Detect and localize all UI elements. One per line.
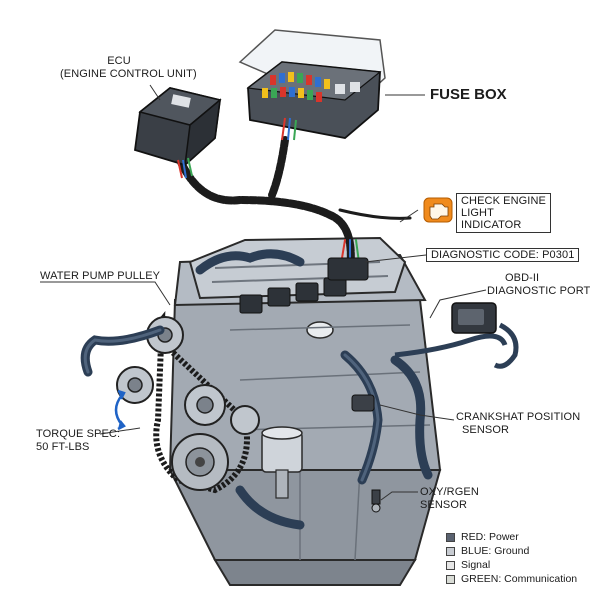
wire-color-legend: RED: Power BLUE: Ground Signal GREEN: Co… — [446, 530, 577, 586]
legend-text: GREEN: Communication — [461, 573, 578, 585]
legend-item-communication: GREEN: Communication — [446, 572, 577, 586]
obd-label-line2: DIAGNOSTIC PORT — [487, 284, 591, 297]
crankshaft-label-line1: CRANKSHAT POSITION — [456, 411, 581, 423]
check-engine-line2: LIGHT — [461, 207, 494, 219]
obd-label: OBD-II DIAGNOSTIC PORT — [487, 272, 590, 297]
fuses — [262, 72, 360, 102]
ecu-label: ECU (ENGINE CONTROL UNIT) — [60, 55, 197, 80]
check-engine-line3: INDICATOR — [461, 219, 522, 231]
legend-text: RED: Power — [461, 531, 519, 543]
torque-spec-line1: TORQUE SPEC: — [36, 428, 121, 440]
oxygen-sensor-label: OXY/RGEN SENSOR — [420, 486, 479, 511]
diagnostic-code-label: DIAGNOSTIC CODE: P0301 — [426, 248, 580, 262]
legend-text: Signal — [461, 559, 491, 571]
ecu-module — [134, 87, 222, 179]
legend-item-signal: Signal — [446, 558, 577, 572]
legend-text: BLUE: Ground — [461, 545, 530, 557]
crankshaft-sensor — [351, 394, 375, 412]
check-engine-label: CHECK ENGINE LIGHT INDICATOR — [456, 193, 551, 233]
legend-swatch — [446, 546, 455, 556]
harness-connector — [327, 257, 369, 281]
fuse-box — [238, 29, 386, 141]
oxygen-sensor-line1: OXY/RGEN — [420, 486, 479, 498]
obd-label-line1: OBD-II — [505, 272, 540, 284]
legend-swatch — [446, 574, 455, 584]
water-pump-label: WATER PUMP PULLEY — [40, 270, 161, 282]
crankshaft-label-line2: SENSOR — [462, 423, 510, 436]
torque-spec-label: TORQUE SPEC: 50 FT-LBS — [36, 428, 120, 453]
leader-lines — [40, 84, 487, 501]
oxygen-sensor — [371, 489, 381, 513]
legend-item-power: RED: Power — [446, 530, 577, 544]
torque-spec-line2: 50 FT-LBS — [36, 440, 90, 453]
belt-drive — [116, 310, 260, 494]
legend-swatch — [446, 560, 455, 570]
ecu-label-subtitle: (ENGINE CONTROL UNIT) — [60, 67, 197, 80]
check-engine-line1: CHECK ENGINE — [461, 195, 546, 207]
crankshaft-label: CRANKSHAT POSITION SENSOR — [456, 411, 580, 436]
legend-swatch — [446, 532, 455, 542]
fuse-box-label: FUSE BOX — [430, 86, 507, 103]
piston — [261, 426, 303, 499]
oxygen-sensor-line2: SENSOR — [420, 498, 468, 511]
check-engine-icon — [423, 197, 453, 223]
ecu-label-title: ECU — [107, 55, 131, 67]
obd-port — [394, 302, 519, 369]
legend-item-ground: BLUE: Ground — [446, 544, 577, 558]
rotation-arrow-icon — [114, 389, 126, 431]
